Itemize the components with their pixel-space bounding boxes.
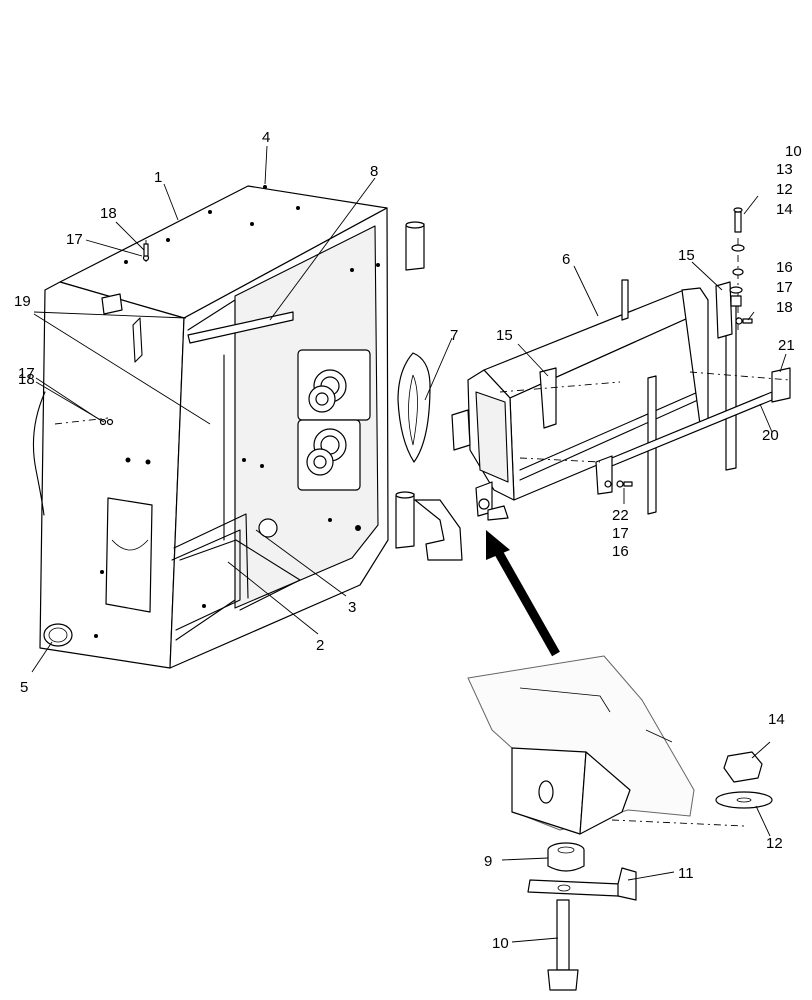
callout-17-top: 17 [66, 231, 83, 248]
detail-view [467, 655, 773, 991]
callout-12-top: 12 [776, 181, 793, 198]
bolt-stack-top [729, 207, 745, 307]
callout-10-detail: 10 [492, 935, 509, 952]
callout-8: 8 [370, 163, 378, 180]
callout-16-right: 16 [776, 259, 793, 276]
callout-10-top: 10 [785, 143, 802, 160]
callout-18-right: 18 [776, 299, 793, 316]
callout-1: 1 [154, 169, 162, 186]
callout-15-right: 15 [678, 247, 695, 264]
callout-16-bottom: 16 [612, 543, 629, 560]
frame-holes [94, 185, 380, 638]
callout-4: 4 [262, 129, 270, 146]
callout-6: 6 [562, 251, 570, 268]
callout-14-detail: 14 [768, 711, 785, 728]
callout-19: 19 [14, 293, 31, 310]
callout-11: 11 [678, 865, 694, 882]
callout-3: 3 [348, 599, 356, 616]
leader-lines [31, 145, 787, 943]
cooler-core [451, 279, 737, 515]
callout-13: 13 [776, 161, 793, 178]
callouts: 1 2 3 4 5 6 7 8 9 10 10 11 12 12 13 14 1… [14, 129, 802, 952]
callout-17-right: 17 [776, 279, 793, 296]
callout-18-top: 18 [100, 205, 117, 222]
hinge-brackets [395, 221, 463, 561]
callout-9: 9 [484, 853, 492, 870]
callout-22: 22 [612, 507, 629, 524]
gasket-part7 [397, 352, 431, 463]
callout-7: 7 [450, 327, 458, 344]
callout-14-top: 14 [776, 201, 793, 218]
callout-21: 21 [778, 337, 795, 354]
callout-15-left: 15 [496, 327, 513, 344]
frame-housing [32, 185, 389, 669]
callout-20: 20 [762, 427, 779, 444]
callout-5: 5 [20, 679, 28, 696]
callout-18-left: 18 [18, 371, 35, 388]
mount-below-core [475, 481, 509, 521]
callout-17-bottom: 17 [612, 525, 629, 542]
detail-arrow [486, 530, 560, 657]
callout-17-left: 17 [18, 365, 35, 382]
callout-12-detail: 12 [766, 835, 783, 852]
callout-2: 2 [316, 637, 324, 654]
support-bar [595, 367, 791, 495]
